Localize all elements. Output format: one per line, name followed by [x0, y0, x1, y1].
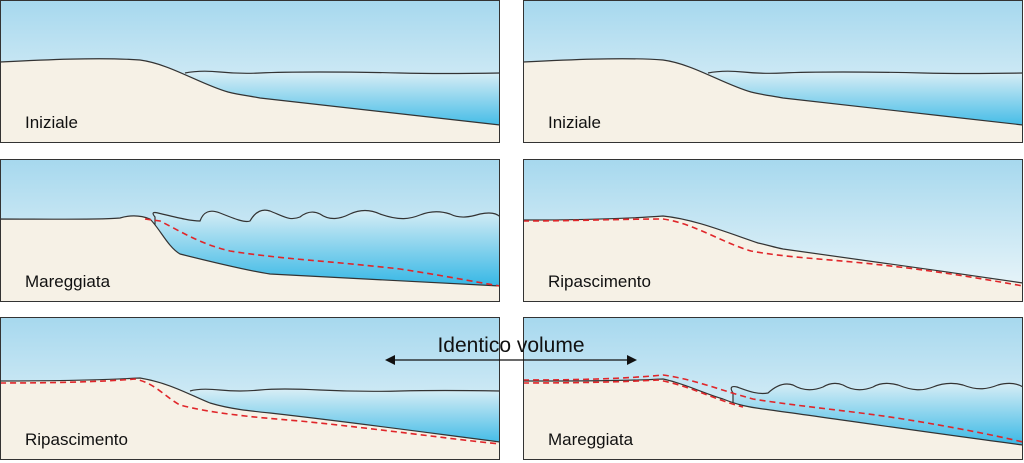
identical-volume-label: Identico volume: [437, 334, 585, 357]
beach-profile-storm: [523, 317, 1023, 460]
double-arrow-icon: [385, 355, 637, 365]
beach-profile-initial: [0, 0, 500, 143]
panel-label: Mareggiata: [25, 272, 111, 291]
panel-storm-left: Mareggiata: [0, 159, 500, 302]
panel-nourishment-left: Ripascimento: [0, 317, 500, 460]
beach-profile-initial: [523, 0, 1023, 143]
panel-label: Ripascimento: [25, 430, 128, 449]
panel-storm-right: Mareggiata: [523, 317, 1023, 460]
panel-label: Ripascimento: [548, 272, 651, 291]
panel-nourishment-right: Ripascimento: [523, 159, 1023, 302]
beach-profile-nourishment: [523, 159, 1023, 302]
panel-label: Mareggiata: [548, 430, 634, 449]
beach-profile-nourishment: [0, 317, 500, 460]
panel-initial-right: Iniziale: [523, 0, 1023, 143]
panel-initial-left: Iniziale: [0, 0, 500, 143]
panel-label: Iniziale: [25, 113, 78, 132]
beach-profile-storm: [0, 159, 500, 302]
panel-label: Iniziale: [548, 113, 601, 132]
